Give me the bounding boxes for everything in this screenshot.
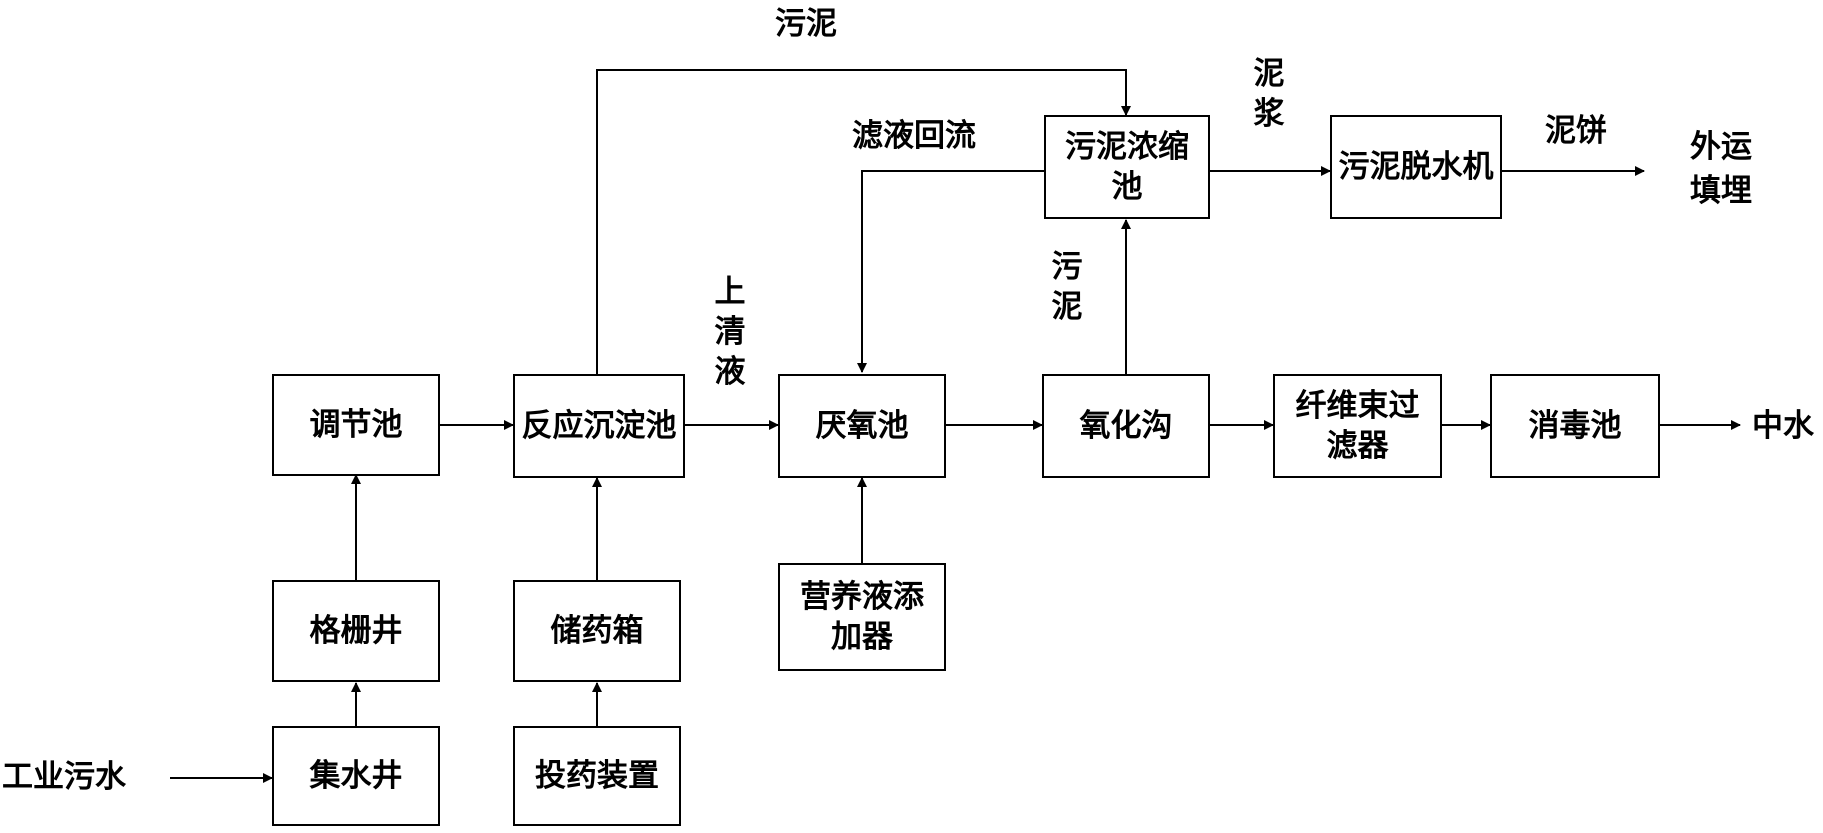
collection-well-box: 集水井 [272, 726, 440, 826]
input-label: 工业污水 [2, 759, 126, 795]
disinfection-tank-box: 消毒池 [1490, 374, 1660, 478]
slurry-label: 泥浆 [1253, 56, 1285, 132]
sludge-thickener-box: 污泥浓缩池 [1044, 115, 1210, 219]
nutrient-adder-box: 营养液添加器 [778, 563, 946, 671]
fiber-bundle-filter-box: 纤维束过滤器 [1273, 374, 1442, 478]
regulating-tank-box: 调节池 [272, 374, 440, 476]
sludge-from-ditch-label: 污泥 [1051, 249, 1083, 325]
dosing-device-box: 投药装置 [513, 726, 681, 826]
sludge-cake-label: 泥饼 [1545, 113, 1607, 149]
disposal-label: 外运填埋 [1690, 129, 1752, 209]
supernatant-label: 上清液 [714, 274, 746, 390]
arrow-filtrate-return [857, 170, 1044, 373]
anaerobic-tank-box: 厌氧池 [778, 374, 946, 478]
reaction-settling-tank-box: 反应沉淀池 [513, 374, 685, 478]
sludge-dewatering-machine-box: 污泥脱水机 [1330, 115, 1502, 219]
output-reclaimed-label: 中水 [1752, 408, 1814, 444]
sludge-top-label: 污泥 [775, 6, 837, 42]
arrow-reaction-sludge-to-thickener [596, 69, 1131, 375]
filtrate-return-label: 滤液回流 [852, 118, 976, 154]
chemical-storage-box: 储药箱 [513, 580, 681, 682]
grille-well-box: 格栅井 [272, 580, 440, 682]
oxidation-ditch-box: 氧化沟 [1042, 374, 1210, 478]
